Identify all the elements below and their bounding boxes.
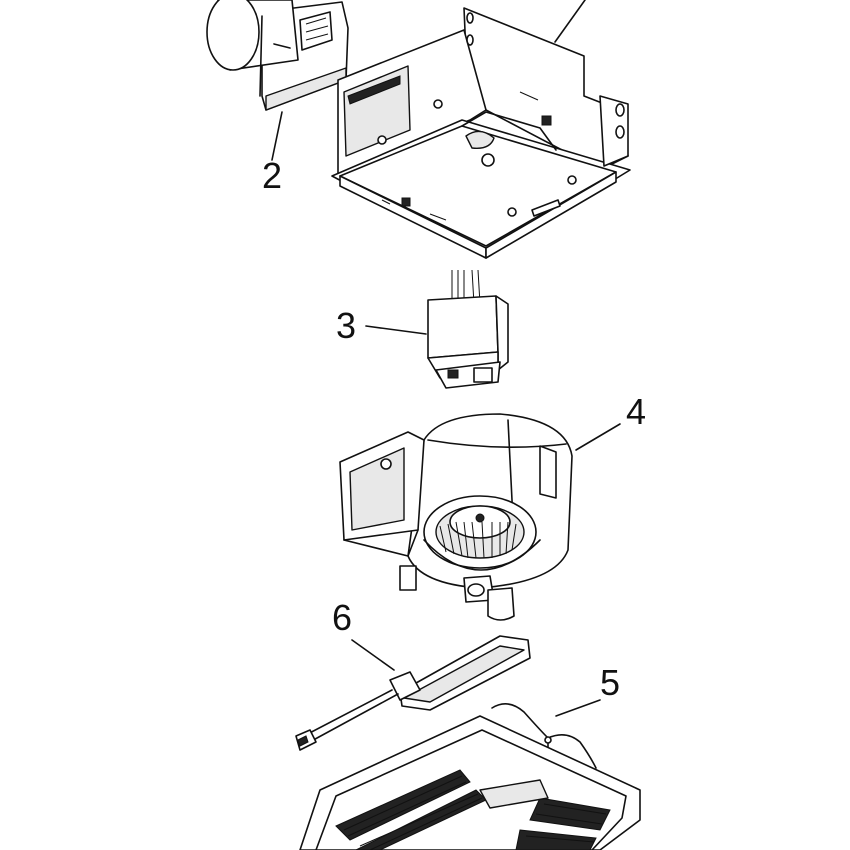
callout-number-4: 4: [626, 391, 646, 432]
duct-connector-damper-icon: [206, 0, 349, 161]
blower-motor-assembly-icon: [339, 413, 621, 621]
callout-number-6: 6: [332, 597, 352, 638]
fan-housing-icon: [331, 0, 631, 259]
wiring-receptacle-box-icon: [365, 269, 509, 389]
callout-number-3: 3: [336, 305, 356, 346]
callout-number-2: 2: [262, 155, 282, 196]
callout-number-5: 5: [600, 662, 620, 703]
led-light-module-icon: [295, 635, 531, 751]
fan-grille-icon: [299, 715, 641, 850]
